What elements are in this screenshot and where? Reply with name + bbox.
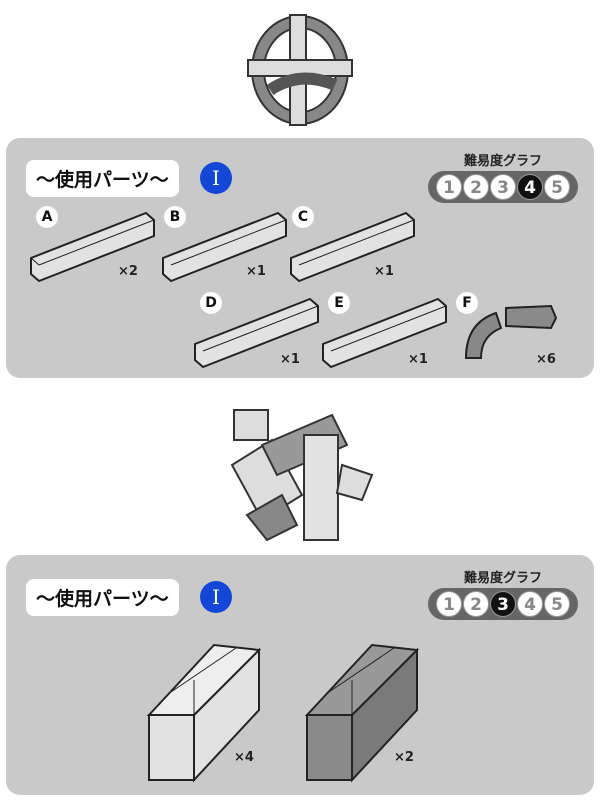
part-c-drawing <box>290 211 415 283</box>
part-d-drawing <box>194 297 319 369</box>
part-d-qty: ×1 <box>280 352 300 367</box>
part-a-drawing <box>30 211 155 283</box>
part-e-qty: ×1 <box>408 352 428 367</box>
level-2: 2 <box>463 174 489 200</box>
level-3-selected: 3 <box>490 591 516 617</box>
part-label-a: A <box>36 206 58 228</box>
level-1: 1 <box>436 591 462 617</box>
part-label-d: D <box>200 292 222 314</box>
level-3: 3 <box>490 174 516 200</box>
part-a-qty: ×2 <box>118 264 138 279</box>
part-label-f: F <box>456 292 478 314</box>
piece-light-qty: ×4 <box>234 750 254 765</box>
part-c-qty: ×1 <box>374 264 394 279</box>
part-label-e: E <box>328 292 350 314</box>
part-label-c: C <box>292 206 314 228</box>
level-4-selected: 4 <box>517 174 543 200</box>
level-2: 2 <box>463 591 489 617</box>
section-title: ～使用パーツ～ <box>26 160 179 197</box>
part-label-b: B <box>164 206 186 228</box>
level-4: 4 <box>517 591 543 617</box>
part-e-drawing <box>322 297 447 369</box>
level-5: 5 <box>544 591 570 617</box>
puzzle-number-badge: I <box>200 162 232 194</box>
piece-dark-qty: ×2 <box>394 750 414 765</box>
part-b-qty: ×1 <box>246 264 266 279</box>
part-f-drawing <box>464 304 558 359</box>
part-b-drawing <box>162 211 287 283</box>
section-title: ～使用パーツ～ <box>26 579 179 616</box>
difficulty-graph: 難易度グラフ 1 2 3 4 5 <box>428 150 578 203</box>
part-f-qty: ×6 <box>536 352 556 367</box>
piece-light-drawing <box>146 643 262 783</box>
parts-panel-2: ～使用パーツ～ I 難易度グラフ 1 2 3 4 5 ×4 ×2 <box>6 555 594 795</box>
puzzle-1-illustration <box>247 14 353 126</box>
piece-dark-drawing <box>304 643 420 783</box>
difficulty-label: 難易度グラフ <box>463 571 542 586</box>
puzzle-number-badge: I <box>200 581 232 613</box>
level-1: 1 <box>436 174 462 200</box>
parts-panel-1: ～使用パーツ～ I 難易度グラフ 1 2 3 4 5 A B C D E F ×… <box>6 138 594 378</box>
difficulty-graph: 難易度グラフ 1 2 3 4 5 <box>428 567 578 620</box>
level-5: 5 <box>544 174 570 200</box>
difficulty-label: 難易度グラフ <box>463 154 542 169</box>
puzzle-2-illustration <box>230 409 374 542</box>
